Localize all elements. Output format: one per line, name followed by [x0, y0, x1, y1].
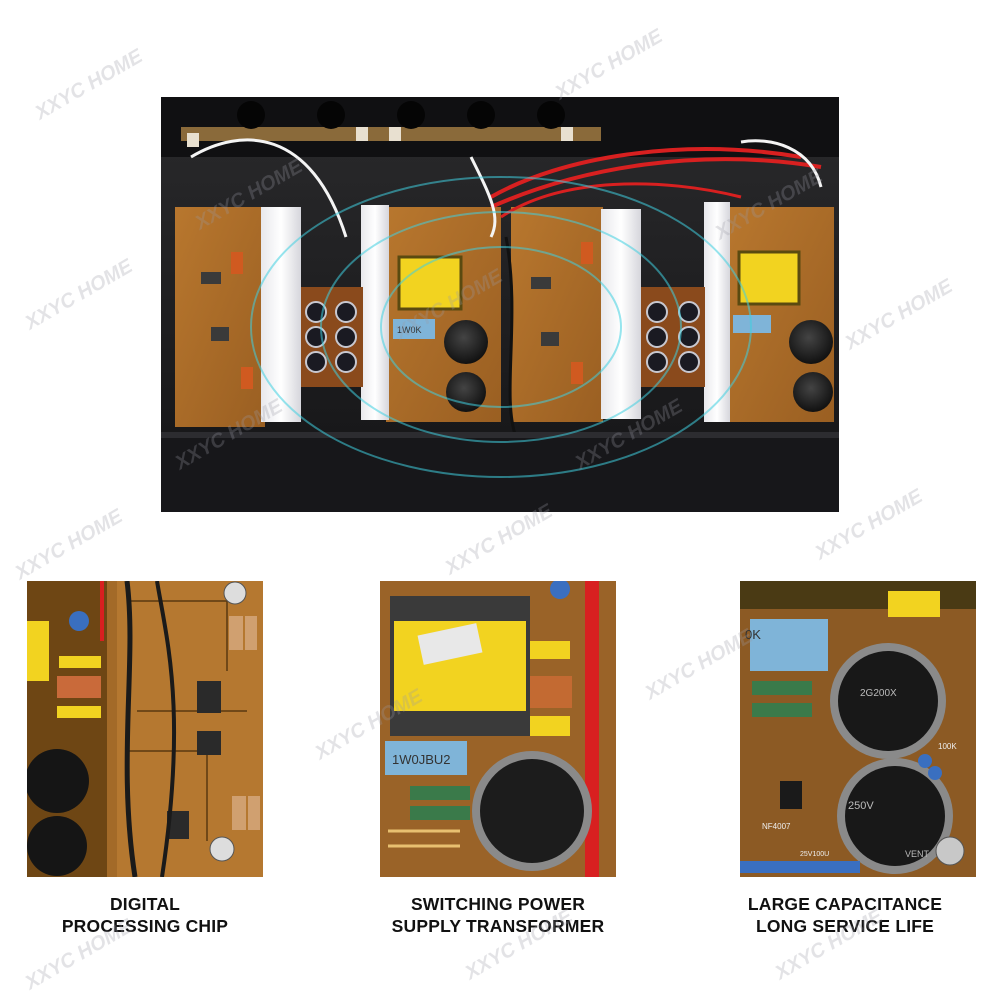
watermark-text: XXYC HOME [551, 25, 667, 105]
cap-vent-label: VENT [905, 849, 930, 859]
caption-large-capacitance: LARGE CAPACITANCE LONG SERVICE LIFE [700, 893, 990, 937]
resistor-label: 100K [938, 742, 957, 751]
watermark-text: XXYC HOME [21, 255, 137, 335]
watermark-text: XXYC HOME [841, 275, 957, 355]
caption-line-1: SWITCHING POWER [410, 894, 586, 914]
film-cap-label: 1W0JBU2 [392, 752, 451, 767]
caption-line-1: LARGE CAPACITANCE [747, 894, 943, 914]
transformer-board-illustration: 1W0JBU2 [380, 581, 616, 877]
diode-label: NF4007 [762, 822, 791, 831]
cap-rating-label: 250V [848, 800, 874, 812]
amplifier-interior-photo: 1W0K [161, 97, 839, 512]
digital-processing-chip-photo [27, 581, 263, 877]
watermark-text: XXYC HOME [31, 45, 147, 125]
caption-line-1: DIGITAL [109, 894, 181, 914]
caption-line-2: PROCESSING CHIP [61, 916, 229, 936]
watermark-text: XXYC HOME [11, 505, 127, 585]
caption-digital-processing-chip: DIGITAL PROCESSING CHIP [0, 893, 290, 937]
large-capacitor-photo: 0K 2G200X 250V VENT NF4007 100K 25V100U [740, 581, 976, 877]
processing-board-illustration [27, 581, 263, 877]
film-cap-label: 1W0K [397, 325, 422, 335]
small-cap-label: 25V100U [800, 851, 829, 858]
capacitor-board-illustration: 0K 2G200X 250V VENT NF4007 100K 25V100U [740, 581, 976, 877]
cap-brand-label: 2G200X [860, 688, 897, 699]
caption-line-2: LONG SERVICE LIFE [755, 916, 935, 936]
caption-line-2: SUPPLY TRANSFORMER [391, 916, 605, 936]
film-cap-label: 0K [745, 627, 761, 642]
caption-switching-transformer: SWITCHING POWER SUPPLY TRANSFORMER [353, 893, 643, 937]
switching-transformer-photo: 1W0JBU2 [380, 581, 616, 877]
amplifier-interior-illustration: 1W0K [161, 97, 839, 512]
